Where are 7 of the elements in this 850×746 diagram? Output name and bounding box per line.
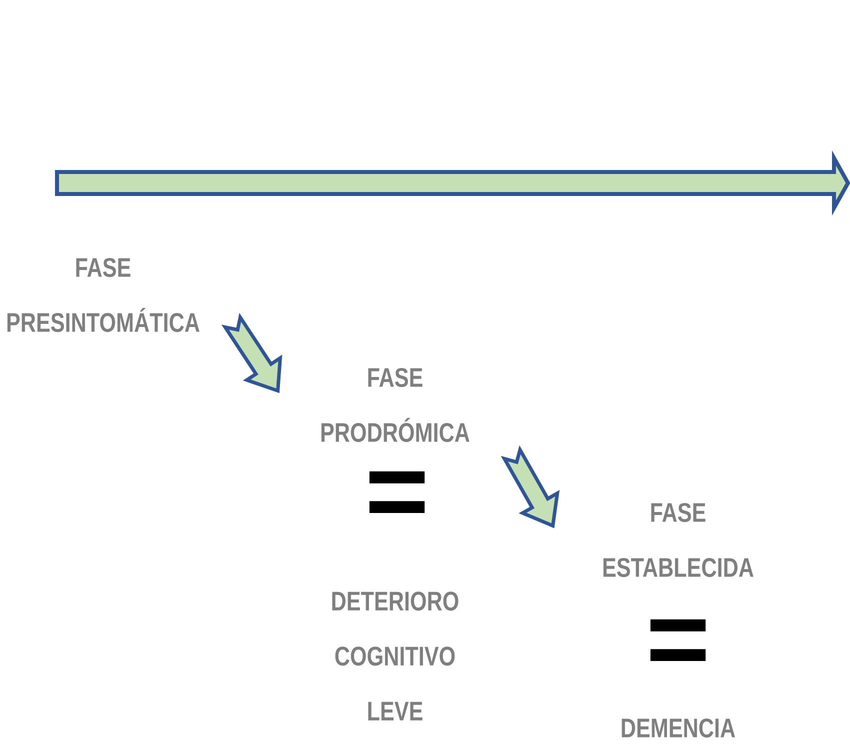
phase-label: FASE PRODRÓMICA [321, 368, 470, 442]
equals-sign: = [650, 619, 706, 661]
phase-label: FASE PRESINTOMÁTICA [7, 258, 200, 332]
phase-label: DEMENCIA [622, 718, 736, 738]
phase-label: FASE ESTABLECIDA [603, 502, 754, 578]
equals-sign: = [369, 471, 425, 513]
phase-label: DETERIORO COGNITIVO LEVE [332, 592, 458, 720]
